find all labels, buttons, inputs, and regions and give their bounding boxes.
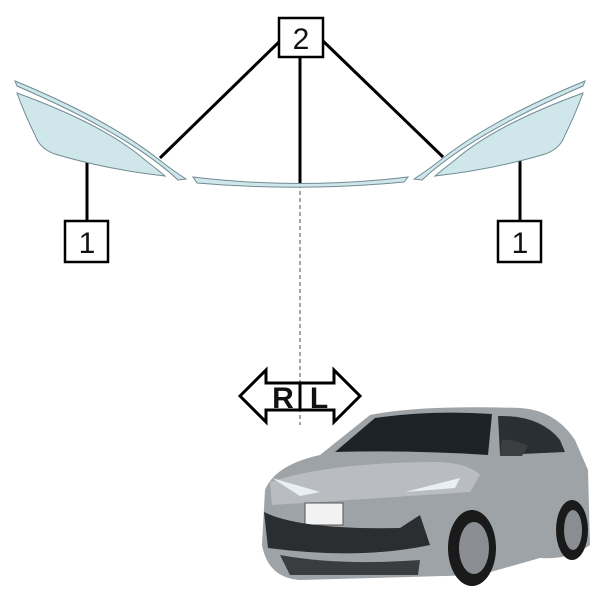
callout-2: 2 (277, 16, 325, 59)
right-side-label: R (272, 382, 294, 415)
callout-1-right-label: 1 (512, 227, 529, 260)
leader-line-2-left (158, 38, 283, 160)
headlight-film-left (16, 92, 167, 177)
leader-line-2-right (320, 38, 445, 159)
direction-arrow: R L (237, 366, 363, 426)
callout-1-right: 1 (496, 219, 543, 264)
center-strip-film (191, 176, 410, 188)
callout-1-left: 1 (63, 219, 110, 264)
callout-2-label: 2 (293, 23, 310, 56)
headlight-strip-left (14, 80, 188, 181)
callout-1-left-label: 1 (79, 227, 96, 260)
car-image (262, 407, 590, 586)
left-side-label: L (310, 382, 328, 415)
headlight-strip-right (412, 80, 586, 181)
headlight-film-right (433, 92, 584, 177)
